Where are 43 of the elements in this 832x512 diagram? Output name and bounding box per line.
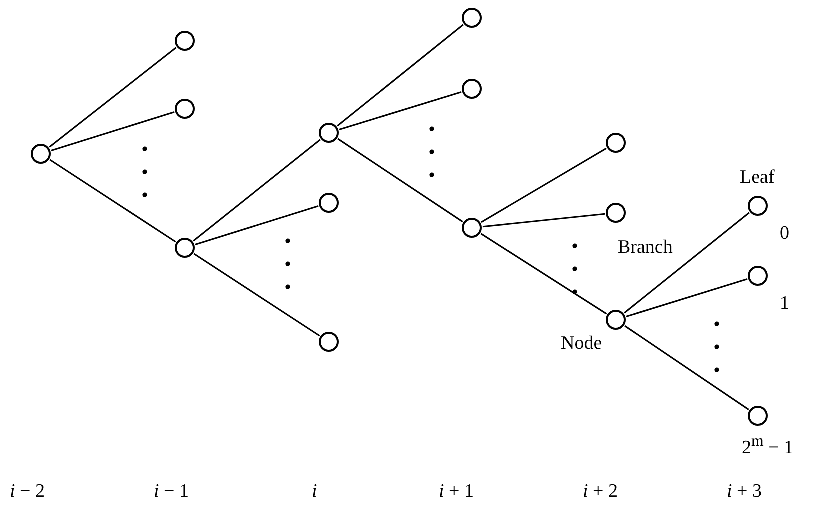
branch-line	[481, 148, 607, 224]
branch-line	[624, 326, 750, 410]
node-circle	[319, 193, 339, 213]
node-circle	[462, 79, 482, 99]
node-caption: 2$^{m}$ − 1	[742, 434, 794, 458]
branch-line	[337, 24, 464, 127]
node-circle	[748, 196, 768, 216]
node-caption: 1	[780, 294, 790, 313]
branch-line	[193, 139, 321, 242]
branch-line	[49, 47, 177, 148]
node-circle	[31, 144, 51, 164]
branch-line	[624, 212, 750, 314]
branch-line	[50, 159, 176, 243]
node-caption: 0	[780, 224, 790, 243]
node-circle	[748, 266, 768, 286]
branch-line	[482, 213, 606, 228]
node-circle	[606, 203, 626, 223]
level-label: i	[312, 482, 318, 501]
node-circle	[175, 238, 195, 258]
node-circle	[462, 8, 482, 28]
level-label: i − 2	[10, 482, 45, 501]
node-circle	[748, 406, 768, 426]
branch-line	[480, 233, 608, 315]
node-circle	[462, 218, 482, 238]
level-label: i + 1	[439, 482, 474, 501]
node-circle	[175, 99, 195, 119]
level-label: i + 2	[583, 482, 618, 501]
node-caption: Node	[561, 334, 602, 353]
level-label: i − 1	[154, 482, 189, 501]
branch-line	[338, 138, 464, 223]
node-circle	[606, 310, 626, 330]
branch-line	[194, 253, 320, 337]
level-label: i + 3	[727, 482, 762, 501]
node-caption: Leaf	[740, 168, 775, 187]
node-circle	[175, 31, 195, 51]
node-circle	[319, 123, 339, 143]
node-circle	[319, 332, 339, 352]
branch-line	[339, 91, 462, 131]
branch-caption: Branch	[618, 238, 673, 257]
branch-line	[626, 278, 748, 318]
branch-line	[195, 206, 319, 246]
branch-line	[51, 112, 175, 152]
node-circle	[606, 133, 626, 153]
